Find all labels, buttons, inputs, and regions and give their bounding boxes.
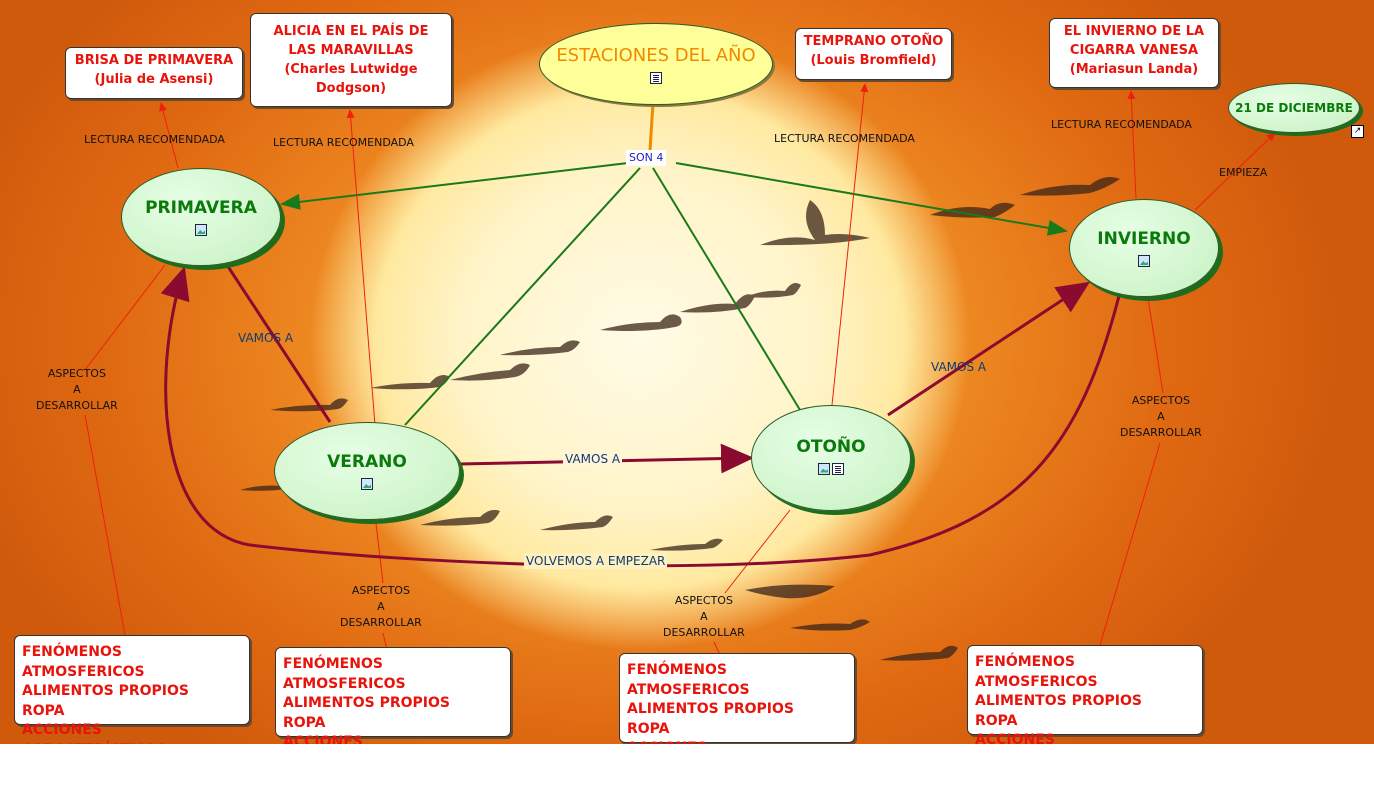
otono-label: OTOÑO <box>796 436 866 457</box>
book-otono[interactable]: TEMPRANO OTOÑO (Louis Bromfield) <box>795 28 952 80</box>
book-title: BRISA DE PRIMAVERA <box>74 53 234 68</box>
book-title: TEMPRANO OTOÑO <box>803 34 944 49</box>
book-primavera[interactable]: BRISA DE PRIMAVERA (Julia de Asensi) <box>65 47 243 99</box>
aspect-item: FENÓMENOS ATMOSFERICOS <box>22 644 145 680</box>
aspect-item: ROPA <box>283 714 326 731</box>
link-lectura-invierno: LECTURA RECOMENDADA <box>1051 118 1192 131</box>
aspectos-word: A <box>700 610 708 623</box>
aspect-item: ACCIONES CARACTERÍSTICAS <box>975 732 1055 744</box>
image-icon[interactable] <box>195 224 207 236</box>
link-aspectos-invierno: ASPECTOS A DESARROLLAR <box>1120 393 1202 441</box>
aspect-item: FENÓMENOS ATMOSFERICOS <box>627 662 750 698</box>
aspect-item: ROPA <box>627 720 670 737</box>
aspect-item: ACCIONES CARACTERÍSTICAS <box>627 739 847 744</box>
birds-decoration <box>240 177 1120 661</box>
aspects-primavera[interactable]: FENÓMENOS ATMOSFERICOS ALIMENTOS PROPIOS… <box>14 635 250 744</box>
node-21-diciembre[interactable]: 21 DE DICIEMBRE <box>1228 83 1360 133</box>
aspect-item: ALIMENTOS PROPIOS <box>627 701 794 717</box>
aspects-verano[interactable]: FENÓMENOS ATMOSFERICOS ALIMENTOS PROPIOS… <box>275 647 511 744</box>
book-title-cont: CIGARRA VANESA <box>1069 43 1199 58</box>
aspectos-word: ASPECTOS <box>674 594 733 607</box>
aspect-item: FENÓMENOS ATMOSFERICOS <box>283 656 406 692</box>
node-otono[interactable]: OTOÑO <box>751 405 911 511</box>
aspectos-word: ASPECTOS <box>1131 394 1190 407</box>
book-author: (Charles Lutwidge Dodgson) <box>284 62 418 96</box>
book-title: ALICIA EN EL PAÍS DE <box>273 24 429 39</box>
link-volvemos-a-empezar: VOLVEMOS A EMPEZAR <box>524 553 668 569</box>
document-icon[interactable] <box>650 71 662 84</box>
aspect-item: ALIMENTOS PROPIOS <box>22 683 189 699</box>
link-arrow-icon[interactable]: ↗ <box>1351 125 1364 138</box>
aspect-item: ROPA <box>22 702 65 719</box>
link-lectura-primavera: LECTURA RECOMENDADA <box>84 133 225 146</box>
node-primavera[interactable]: PRIMAVERA <box>121 168 281 266</box>
image-icon[interactable] <box>361 478 373 490</box>
aspect-item: ALIMENTOS PROPIOS <box>283 695 450 711</box>
aspects-invierno[interactable]: FENÓMENOS ATMOSFERICOS ALIMENTOS PROPIOS… <box>967 645 1203 744</box>
book-title-cont: LAS MARAVILLAS <box>288 43 414 58</box>
primavera-label: PRIMAVERA <box>145 198 257 218</box>
book-author: (Mariasun Landa) <box>1069 62 1199 77</box>
book-invierno[interactable]: EL INVIERNO DE LA CIGARRA VANESA (Marias… <box>1049 18 1219 88</box>
aspectos-word: ASPECTOS <box>351 584 410 597</box>
book-verano[interactable]: ALICIA EN EL PAÍS DE LAS MARAVILLAS (Cha… <box>250 13 452 107</box>
aspectos-word: DESARROLLAR <box>340 616 422 629</box>
link-son-4: SON 4 <box>626 150 667 166</box>
link-vamos-a-invierno: VAMOS A <box>931 360 987 374</box>
title-text: ESTACIONES DEL AÑO <box>556 44 756 66</box>
link-vamos-a-verano: VAMOS A <box>238 331 294 345</box>
link-lectura-verano: LECTURA RECOMENDADA <box>273 136 414 149</box>
verano-label: VERANO <box>327 452 407 472</box>
connection-lines <box>84 83 1276 661</box>
link-vamos-a-otono: VAMOS A <box>563 451 623 467</box>
aspectos-word: DESARROLLAR <box>663 626 745 639</box>
link-aspectos-verano: ASPECTOS A DESARROLLAR <box>340 583 422 631</box>
aspectos-word: ASPECTOS <box>47 367 106 380</box>
title-node[interactable]: ESTACIONES DEL AÑO <box>539 23 773 105</box>
book-author: (Louis Bromfield) <box>810 53 937 68</box>
link-lectura-otono: LECTURA RECOMENDADA <box>774 132 915 145</box>
aspectos-word: DESARROLLAR <box>36 399 118 412</box>
link-empieza: EMPIEZA <box>1219 166 1268 179</box>
image-icon[interactable] <box>1138 255 1150 267</box>
node-invierno[interactable]: INVIERNO <box>1069 199 1219 297</box>
link-aspectos-primavera: ASPECTOS A DESARROLLAR <box>36 366 118 414</box>
aspect-item: ACCIONES CARACTERÍSTICAS <box>283 734 363 744</box>
book-author: (Julia de Asensi) <box>94 72 214 87</box>
aspect-item: ACCIONES CARACTERÍSTICAS <box>22 722 166 744</box>
date-label: 21 DE DICIEMBRE <box>1235 101 1353 115</box>
aspect-item: ROPA <box>975 712 1018 729</box>
aspectos-word: A <box>1157 410 1165 423</box>
concept-map-canvas: ESTACIONES DEL AÑO PRIMAVERA VERANO OTOÑ… <box>0 0 1374 744</box>
node-verano[interactable]: VERANO <box>274 422 460 520</box>
aspect-item: ALIMENTOS PROPIOS <box>975 693 1142 709</box>
document-icon[interactable] <box>832 462 844 475</box>
aspect-item: FENÓMENOS ATMOSFERICOS <box>975 654 1098 690</box>
aspects-otono[interactable]: FENÓMENOS ATMOSFERICOS ALIMENTOS PROPIOS… <box>619 653 855 744</box>
aspectos-word: A <box>73 383 81 396</box>
aspectos-word: A <box>377 600 385 613</box>
aspectos-word: DESARROLLAR <box>1120 426 1202 439</box>
image-icon[interactable] <box>818 462 830 475</box>
invierno-label: INVIERNO <box>1097 229 1191 249</box>
link-aspectos-otono: ASPECTOS A DESARROLLAR <box>663 593 745 641</box>
book-title: EL INVIERNO DE LA <box>1063 24 1205 39</box>
